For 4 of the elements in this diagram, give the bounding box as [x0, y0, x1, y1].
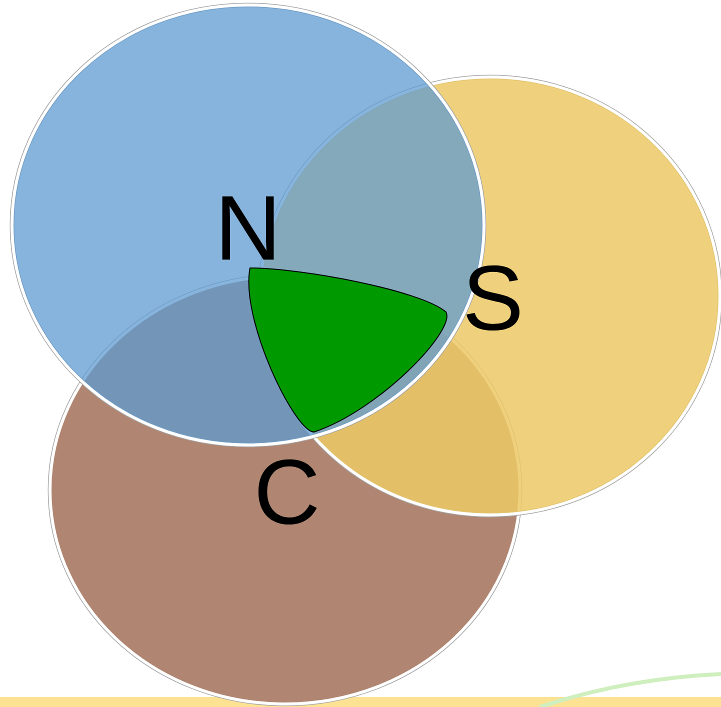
node-label: S	[466, 265, 520, 331]
node-label: N	[222, 196, 274, 260]
highlight-region	[248, 268, 448, 432]
node-label: C	[258, 459, 317, 525]
